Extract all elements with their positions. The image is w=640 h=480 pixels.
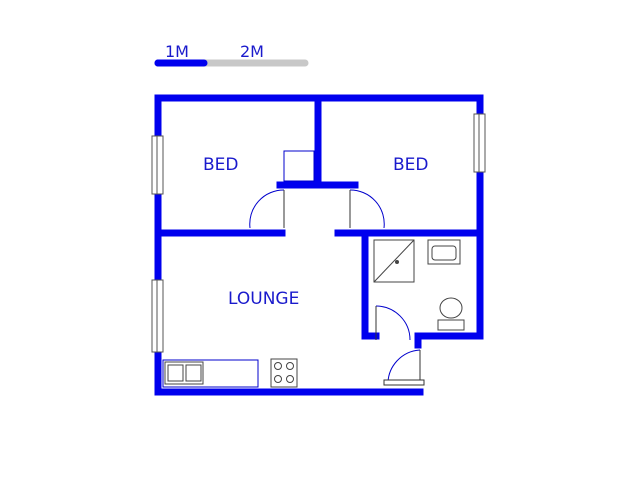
scale-bar: 1M 2M [154,42,309,67]
kitchen-counter [162,359,259,388]
wardrobe [283,150,315,182]
room-label-bed-left: BED [203,155,239,175]
windows [151,113,486,353]
scale-label-1m: 1M [165,42,189,61]
room-label-lounge: LOUNGE [228,289,299,309]
door-bathroom [375,305,411,341]
kitchen-fixtures [162,358,298,388]
doors [249,189,425,386]
door-right-bed [349,189,385,229]
door-entrance [387,349,421,386]
room-label-bed-right: BED [393,155,429,175]
bathroom-fixtures [373,239,465,331]
toilet [439,297,463,319]
scale-label-2m: 2M [240,42,264,61]
stove [270,358,298,388]
door-left-bed [249,189,285,229]
